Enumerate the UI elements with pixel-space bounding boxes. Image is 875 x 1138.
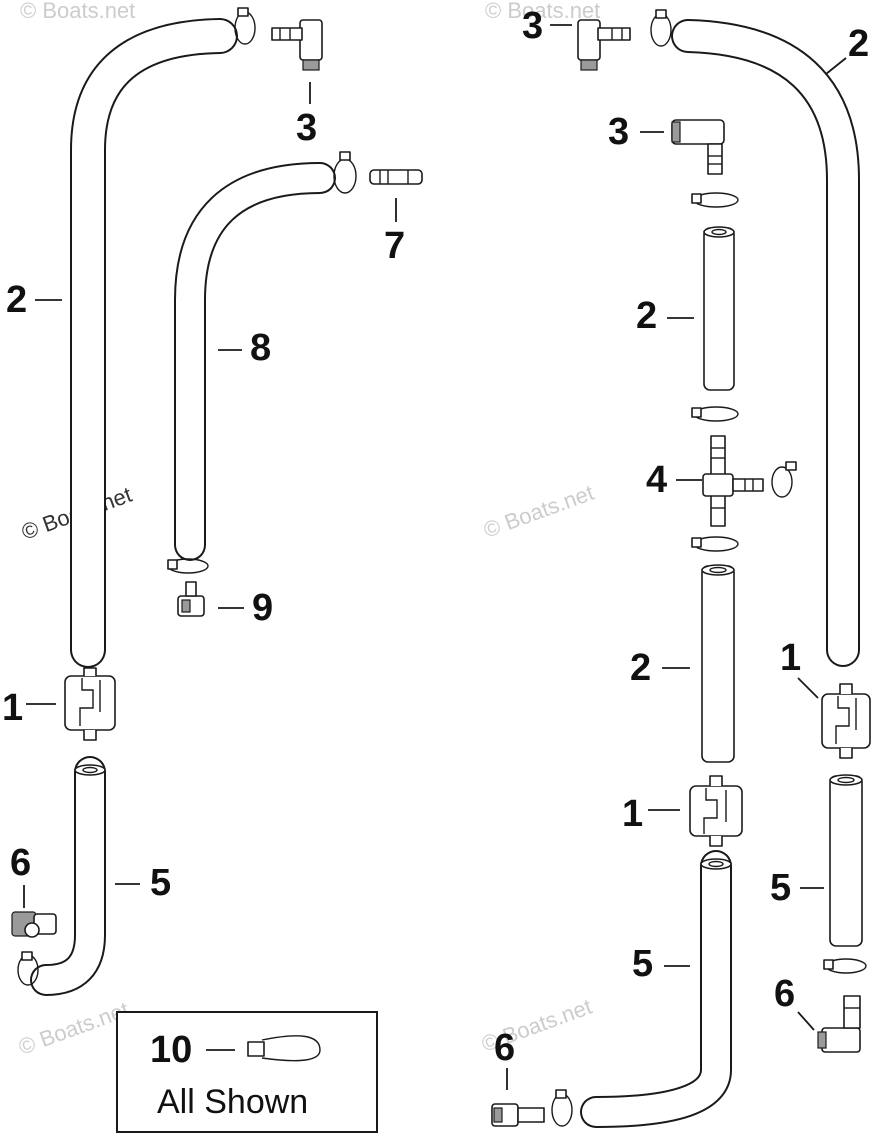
callout-6-right-side: 6 [774, 973, 795, 1015]
hose-left-short [30, 756, 106, 996]
callout-4: 4 [646, 459, 667, 501]
callout-5-right-side: 5 [770, 867, 791, 909]
callout-2-left: 2 [6, 279, 27, 321]
fitting-icon [11, 911, 57, 938]
callout-1-left: 1 [2, 687, 23, 729]
clamp-icon [691, 192, 739, 208]
fuel-filter-icon [64, 667, 116, 741]
clamp-icon [823, 958, 867, 974]
callout-2-right-upper: 2 [636, 295, 657, 337]
cross-fitting-icon [702, 435, 764, 527]
callout-9: 9 [252, 587, 273, 629]
hose-right-middle [701, 564, 735, 763]
elbow-small-icon [177, 581, 205, 617]
callout-7: 7 [384, 225, 405, 267]
fitting-icon [491, 1103, 545, 1127]
callout-3-right: 3 [608, 111, 629, 153]
callout-3-right-top: 3 [522, 5, 543, 47]
clamp-icon [333, 151, 357, 194]
clamp-icon [167, 558, 209, 574]
callout-1-right-lower: 1 [622, 793, 643, 835]
clamp-icon [691, 406, 739, 422]
watermark-right: © Boats.net [480, 480, 597, 543]
watermark-top-right: © Boats.net [485, 0, 600, 23]
hose-right-upper [703, 226, 735, 391]
hose-left-curved [174, 162, 336, 561]
callout-6-left: 6 [10, 842, 31, 884]
clamp-icon [247, 1035, 321, 1062]
elbow-fitting-icon [577, 19, 631, 71]
watermark-top-left: © Boats.net [20, 0, 135, 23]
hose-right-side [829, 774, 863, 947]
hose-left-long [70, 18, 238, 668]
watermark-bottom-left: © Boats.net [15, 997, 132, 1060]
callout-5-left: 5 [150, 862, 171, 904]
fuel-filter-icon [689, 775, 743, 847]
clamp-icon [650, 9, 672, 47]
callout-2-right-middle: 2 [630, 647, 651, 689]
elbow-fitting-icon [671, 119, 725, 175]
callout-3-left: 3 [296, 107, 317, 149]
clamp-icon [771, 461, 797, 498]
note-text: All Shown [157, 1083, 308, 1121]
callout-8: 8 [250, 327, 271, 369]
hose-right-bottom [580, 850, 732, 1128]
clamp-icon [691, 536, 739, 552]
fitting-icon [817, 995, 861, 1053]
connector-icon [369, 169, 423, 185]
note-box: 10 All Shown [116, 1011, 378, 1133]
hose-right-long [671, 19, 860, 667]
clamp-icon [551, 1089, 573, 1127]
callout-6-bottom: 6 [494, 1027, 515, 1069]
callout-2-right-top: 2 [848, 23, 869, 65]
note-number: 10 [150, 1029, 192, 1071]
fuel-filter-icon [821, 683, 871, 759]
callout-1-right-upper: 1 [780, 637, 801, 679]
callout-5-right-bottom: 5 [632, 943, 653, 985]
elbow-fitting-icon [271, 19, 323, 71]
clamp-icon [234, 7, 256, 45]
clamp-icon [17, 951, 39, 986]
